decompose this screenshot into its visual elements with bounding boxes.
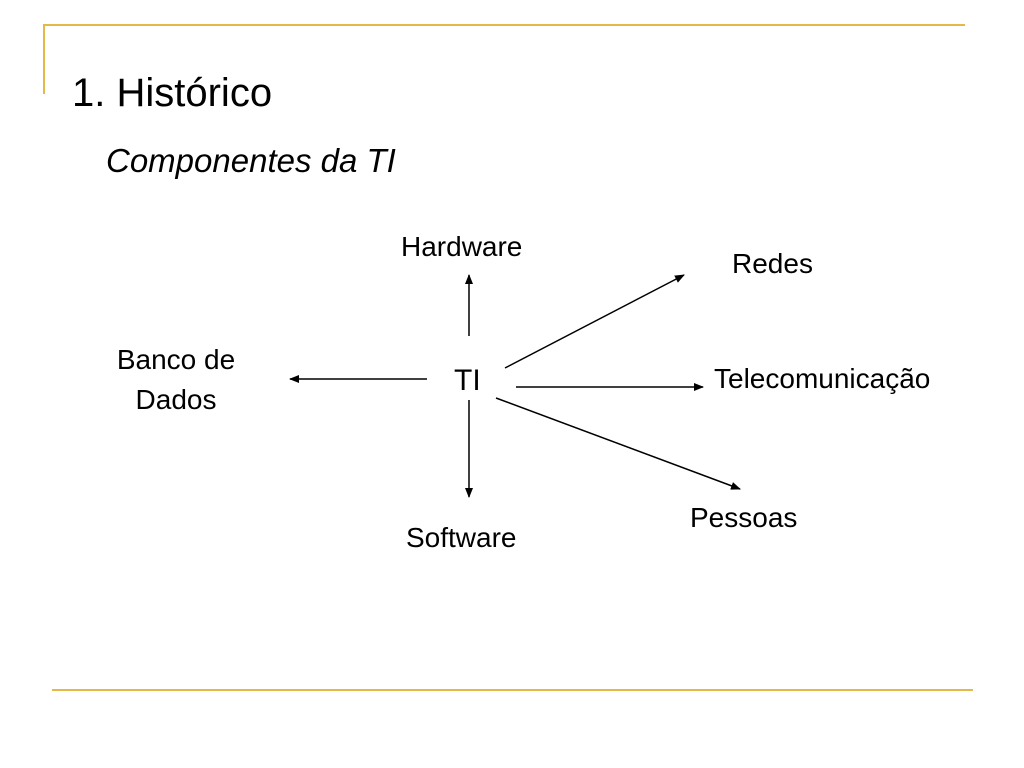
node-banco-de-dados-line2: Dados xyxy=(135,384,217,415)
slide-title: 1. Histórico xyxy=(72,71,273,115)
node-banco-de-dados-line1: Banco de xyxy=(116,344,236,375)
node-banco-de-dados: Banco de Dados xyxy=(96,340,256,420)
arrow-to-redes xyxy=(504,274,685,369)
center-node-ti: TI xyxy=(454,364,481,397)
node-telecomunicacao: Telecomunicação xyxy=(714,363,931,394)
frame-top-rule xyxy=(43,24,965,26)
node-redes: Redes xyxy=(732,248,813,279)
slide-subtitle: Componentes da TI xyxy=(106,142,396,179)
frame-left-rule xyxy=(43,24,45,94)
node-software: Software xyxy=(406,522,517,553)
arrow-to-pessoas xyxy=(495,397,741,490)
node-pessoas: Pessoas xyxy=(690,502,798,533)
node-hardware: Hardware xyxy=(401,231,523,262)
frame-bottom-rule xyxy=(52,689,973,691)
